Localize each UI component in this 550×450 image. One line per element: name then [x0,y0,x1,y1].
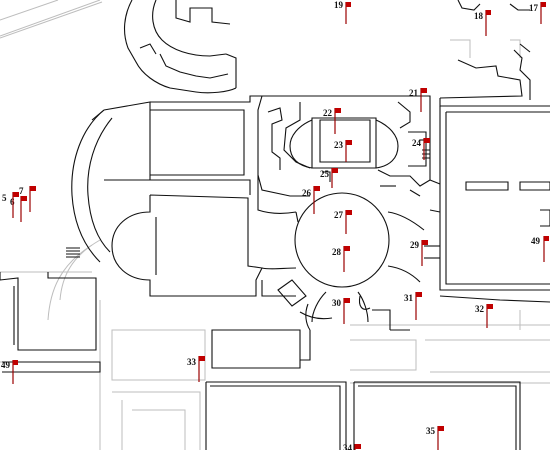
flag-icon [199,356,205,361]
marker-label: 35 [426,426,436,436]
marker-label: 27 [334,210,344,220]
flag-icon [487,304,493,309]
marker-label: 28 [332,247,342,257]
marker-label: 21 [409,88,419,98]
marker-21[interactable]: 21 [409,88,427,112]
marker-19[interactable]: 19 [334,0,351,24]
flag-icon [21,196,27,201]
marker-label: 26 [302,188,312,198]
marker-28[interactable]: 28 [332,246,350,272]
marker-23[interactable]: 23 [334,140,352,162]
marker-label: 34 [343,443,353,450]
flag-icon [416,292,422,297]
marker-label: 17 [529,3,539,13]
flag-icon [344,298,350,303]
marker-26[interactable]: 26 [302,186,320,214]
flag-icon [314,186,320,191]
flag-icon [332,168,338,173]
marker-34[interactable]: 34 [343,443,361,450]
marker-label: 5 [2,193,7,203]
flag-icon [13,192,19,197]
marker-17[interactable]: 17 [529,2,546,24]
flag-icon [424,138,430,143]
flag-icon [346,210,352,215]
marker-49-east[interactable]: 49 [531,236,549,262]
marker-31[interactable]: 31 [404,292,422,320]
marker-33[interactable]: 33 [187,356,205,382]
marker-label: 22 [323,108,333,118]
marker-30[interactable]: 30 [332,298,350,324]
flag-icon [421,88,427,93]
marker-label: 29 [410,240,420,250]
marker-32[interactable]: 32 [475,304,493,328]
marker-label: 19 [334,0,344,10]
marker-label: 24 [412,138,422,148]
flag-icon [486,10,491,15]
marker-35[interactable]: 35 [426,426,444,450]
flag-icon [438,426,444,431]
flag-icon [344,246,350,251]
marker-29[interactable]: 29 [410,240,428,266]
flag-icon [346,140,352,145]
flag-icon [544,236,549,241]
marker-label: 32 [475,304,485,314]
flag-icon [346,2,351,7]
marker-label: 31 [404,293,414,303]
marker-label: 7 [19,186,24,196]
marker-7[interactable]: 7 [19,186,36,212]
marker-label: 49 [1,360,11,370]
marker-label: 30 [332,298,342,308]
marker-22[interactable]: 22 [323,108,341,134]
marker-5[interactable]: 5 [2,192,19,218]
marker-27[interactable]: 27 [334,210,352,234]
flag-icon [335,108,341,113]
marker-label: 18 [474,11,484,21]
flag-icon [541,2,546,7]
marker-18[interactable]: 18 [474,10,491,36]
marker-49-west[interactable]: 49 [1,360,18,384]
marker-label: 49 [531,236,541,246]
marker-label: 23 [334,140,344,150]
marker-24[interactable]: 24 [412,138,430,160]
flag-icon [13,360,18,365]
marker-label: 33 [187,357,197,367]
marker-label: 25 [320,169,330,179]
marker-25[interactable]: 25 [320,168,338,188]
flag-icon [422,240,428,245]
flag-icon [355,444,361,449]
flag-icon [30,186,36,191]
